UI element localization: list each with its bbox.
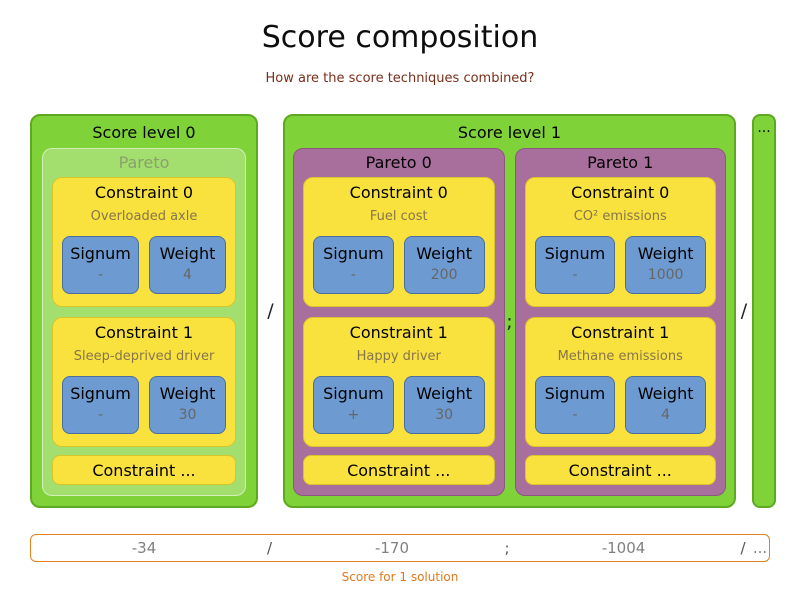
signum-label: Signum xyxy=(544,244,606,263)
constraint-description: Methane emissions xyxy=(557,349,683,364)
constraint-more: Constraint ... xyxy=(52,455,236,485)
score-bar-more: ... xyxy=(752,539,768,557)
constraint-card: Constraint 0 Overloaded axle Signum - We… xyxy=(52,177,236,307)
weight-box: Weight 4 xyxy=(149,236,226,294)
signum-weight-row: Signum - Weight 4 xyxy=(62,236,226,294)
signum-box: Signum - xyxy=(313,236,394,294)
weight-box: Weight 30 xyxy=(149,376,226,434)
score-level-0-value: -34 xyxy=(131,539,157,557)
constraint-card: Constraint 1 Sleep-deprived driver Signu… xyxy=(52,317,236,447)
level-separator-slash: / xyxy=(267,300,274,322)
signum-box: Signum - xyxy=(62,376,139,434)
score-bar: -34 / -170 ; -1004 / ... xyxy=(30,534,770,562)
signum-label: Signum xyxy=(544,384,606,403)
weight-value: 1000 xyxy=(647,267,684,283)
score-levels-row: Score level 0 Pareto Constraint 0 Overlo… xyxy=(30,114,776,508)
constraint-title: Constraint 1 xyxy=(349,323,448,342)
signum-label: Signum xyxy=(323,244,384,263)
weight-value: 4 xyxy=(661,407,671,423)
signum-box: Signum + xyxy=(313,376,394,434)
score-level-1: Score level 1 Pareto 0 Constraint 0 Fuel… xyxy=(283,114,736,508)
score-bar-semicolon: ; xyxy=(504,539,510,557)
pareto-0-label: Pareto 0 xyxy=(365,153,432,172)
pareto-separator-semicolon: ; xyxy=(506,311,513,333)
signum-label: Signum xyxy=(70,384,131,403)
signum-value: - xyxy=(350,267,356,283)
signum-value: - xyxy=(97,407,104,423)
constraint-description: Fuel cost xyxy=(369,209,428,224)
signum-weight-row: Signum + Weight 30 xyxy=(313,376,485,434)
score-bar-slash: / xyxy=(740,539,746,557)
constraint-card: Constraint 0 Fuel cost Signum - Weight 2… xyxy=(303,177,495,307)
signum-value: - xyxy=(97,267,104,283)
more-score-levels-box: ... xyxy=(752,114,776,508)
pareto-group: Pareto Constraint 0 Overloaded axle Sign… xyxy=(42,148,246,496)
weight-value: 30 xyxy=(178,407,197,423)
constraint-more: Constraint ... xyxy=(303,455,495,485)
signum-weight-row: Signum - Weight 30 xyxy=(62,376,226,434)
constraint-title: Constraint 0 xyxy=(571,183,670,202)
weight-value: 4 xyxy=(183,267,192,283)
constraint-title: Constraint 0 xyxy=(94,183,194,202)
weight-label: Weight xyxy=(416,244,472,263)
weight-label: Weight xyxy=(416,384,472,403)
signum-box: Signum - xyxy=(534,376,616,434)
constraint-description: CO² emissions xyxy=(573,209,667,224)
more-score-levels-label: ... xyxy=(757,120,771,136)
score-bar-slash: / xyxy=(266,539,273,557)
score-caption: Score for 1 solution xyxy=(341,570,459,584)
constraint-card: Constraint 1 Happy driver Signum + Weigh… xyxy=(303,317,495,447)
signum-value: - xyxy=(572,407,578,423)
score-level-1-label: Score level 1 xyxy=(457,123,562,142)
weight-box: Weight 4 xyxy=(625,376,706,434)
pareto-0-group: Pareto 0 Constraint 0 Fuel cost Signum -… xyxy=(293,148,505,496)
constraint-title: Constraint 1 xyxy=(571,323,670,342)
signum-weight-row: Signum - Weight 1000 xyxy=(534,236,706,294)
page-subtitle: How are the score techniques combined? xyxy=(265,71,535,86)
weight-box: Weight 30 xyxy=(403,376,485,434)
constraint-more: Constraint ... xyxy=(524,455,716,485)
signum-value: - xyxy=(572,267,578,283)
constraint-title: Constraint 0 xyxy=(349,183,448,202)
page-title: Score composition xyxy=(261,20,539,55)
signum-box: Signum - xyxy=(62,236,139,294)
signum-weight-row: Signum - Weight 4 xyxy=(534,376,706,434)
weight-value: 30 xyxy=(435,407,454,423)
signum-value: + xyxy=(347,407,360,423)
pareto-1-value: -1004 xyxy=(601,539,646,557)
signum-label: Signum xyxy=(323,384,384,403)
pareto-1-group: Pareto 1 Constraint 0 CO² emissions Sign… xyxy=(514,148,726,496)
weight-label: Weight xyxy=(159,244,216,263)
constraint-description: Happy driver xyxy=(356,349,441,364)
weight-box: Weight 1000 xyxy=(625,236,706,294)
pareto-groups-row: Pareto 0 Constraint 0 Fuel cost Signum -… xyxy=(293,148,726,496)
score-level-0: Score level 0 Pareto Constraint 0 Overlo… xyxy=(30,114,258,508)
constraint-description: Overloaded axle xyxy=(90,209,198,224)
weight-label: Weight xyxy=(637,244,694,263)
weight-label: Weight xyxy=(637,384,694,403)
constraint-title: Constraint 1 xyxy=(94,323,194,342)
weight-label: Weight xyxy=(159,384,216,403)
signum-weight-row: Signum - Weight 200 xyxy=(313,236,485,294)
constraint-card: Constraint 1 Methane emissions Signum - … xyxy=(524,317,716,447)
pareto-group-label: Pareto xyxy=(118,153,170,172)
score-level-0-label: Score level 0 xyxy=(92,123,196,142)
weight-value: 200 xyxy=(430,267,458,283)
pareto-0-value: -170 xyxy=(374,539,410,557)
signum-label: Signum xyxy=(70,244,131,263)
weight-box: Weight 200 xyxy=(403,236,485,294)
constraint-card: Constraint 0 CO² emissions Signum - Weig… xyxy=(524,177,716,307)
constraint-description: Sleep-deprived driver xyxy=(73,349,215,364)
signum-box: Signum - xyxy=(534,236,616,294)
level-separator-slash: / xyxy=(740,300,748,322)
pareto-1-label: Pareto 1 xyxy=(587,153,654,172)
